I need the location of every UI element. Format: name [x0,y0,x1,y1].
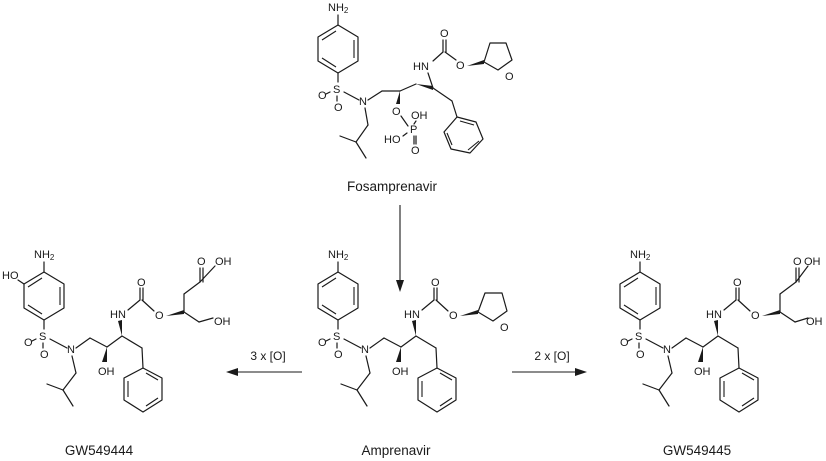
amprenavir-label: Amprenavir [361,443,431,458]
svg-text:O: O [636,349,645,361]
svg-text:S: S [39,331,46,343]
svg-text:HN: HN [404,309,420,321]
svg-text:N: N [359,96,367,108]
svg-text:OH: OH [392,366,409,378]
svg-text:O: O [500,322,509,334]
fosamprenavir-structure: NH2 S O O N O P OH HO O HN [317,2,514,194]
svg-text:HN: HN [413,61,429,73]
svg-text:O: O [24,337,33,349]
svg-text:HN: HN [110,309,126,321]
svg-text:O: O [431,277,440,289]
gw549445-label: GW549445 [663,443,731,458]
svg-text:OH: OH [215,256,232,268]
svg-text:O: O [318,337,327,349]
svg-text:S: S [333,84,340,96]
svg-text:O: O [793,256,802,268]
svg-text:N: N [361,344,369,356]
svg-text:OH: OH [411,110,428,122]
svg-text:OH: OH [804,256,821,268]
svg-text:HN: HN [706,309,722,321]
svg-text:N: N [663,344,671,356]
svg-text:O: O [318,90,327,102]
svg-text:O: O [40,349,49,361]
svg-text:O: O [155,310,164,322]
svg-text:P: P [410,124,417,136]
svg-text:N: N [67,344,75,356]
svg-text:O: O [505,71,514,83]
svg-text:O: O [334,349,343,361]
gw549444-structure: NH2 HO S O O N OH HN O O OH [2,249,232,458]
svg-text:O: O [620,337,629,349]
svg-text:O: O [197,256,206,268]
right-condition: 2 x [O] [534,349,569,363]
svg-text:O: O [449,310,458,322]
svg-text:OH: OH [694,366,711,378]
svg-text:S: S [333,331,340,343]
svg-text:OH: OH [98,366,115,378]
svg-text:NH2: NH2 [328,249,349,262]
svg-text:NH2: NH2 [34,249,55,262]
svg-text:O: O [411,145,420,157]
arrow-right: 2 x [O] [512,349,587,376]
svg-text:NH2: NH2 [328,2,349,15]
gw549445-structure: NH2 S O O N OH HN O O OH O OH [619,249,823,458]
svg-text:O: O [733,277,742,289]
svg-text:OH: OH [214,316,231,328]
svg-text:O: O [440,28,449,40]
svg-text:O: O [392,106,401,118]
svg-text:HO: HO [2,270,19,282]
svg-text:O: O [137,277,146,289]
gw549444-label: GW549444 [65,443,134,458]
arrow-down [396,205,404,292]
left-condition: 3 x [O] [250,349,285,363]
svg-text:HO: HO [384,134,401,146]
svg-text:O: O [456,60,465,72]
amprenavir-structure: NH2 S O O N OH HN O O O Amprenavir [317,249,509,458]
svg-text:O: O [334,102,343,114]
svg-text:NH2: NH2 [630,249,651,262]
svg-text:OH: OH [806,316,823,328]
fosamprenavir-label: Fosamprenavir [347,179,438,194]
svg-text:S: S [635,331,642,343]
svg-text:O: O [751,310,760,322]
arrow-left: 3 x [O] [226,349,302,376]
